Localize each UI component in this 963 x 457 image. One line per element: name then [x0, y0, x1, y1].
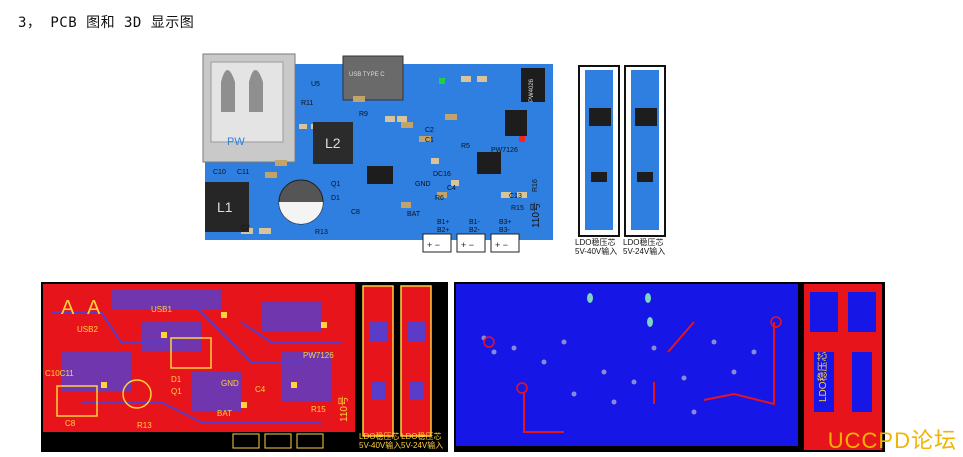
pcb-top-svg: A A USB2 USB1 C10C11 PW7126 GND BAT C4 R… [43, 284, 432, 449]
q1-label: Q1 [331, 181, 340, 188]
svg-text:+ −: + − [427, 240, 440, 250]
r11-label: R11 [301, 100, 313, 107]
c4-label: C4 [447, 185, 456, 192]
ldo2-caption-line2: 5V-24V输入 [623, 247, 666, 256]
inductor-l2 [313, 122, 353, 164]
inductor-l1 [205, 182, 249, 232]
b1-minus-label: B1- [469, 219, 481, 226]
pcb-a2-label: A [87, 297, 101, 319]
ic-pw4026-label: PW4026 [529, 78, 535, 102]
l1-label: L1 [217, 199, 233, 215]
ldo1-caption: LDO稳压芯 5V-40V输入 [575, 238, 617, 256]
b1-plus-label: B1+ [437, 219, 450, 226]
ldo2-caption: LDO稳压芯 5V-24V输入 [623, 238, 665, 256]
pcb-r15-label: R15 [311, 405, 326, 414]
pcb-ldo1-caption-line1: LDO稳压芯 [359, 432, 400, 441]
pcb-ldo2-caption-line1: LDO稳压芯 [401, 432, 442, 441]
section-heading: 3， PCB 图和 3D 显示图 [18, 15, 195, 31]
pcb-r13-label: R13 [137, 421, 152, 430]
pcb-bat-label: BAT [217, 409, 232, 418]
ic-pw7126 [477, 152, 501, 174]
pcb-ldo1-caption-line2: 5V-40V输入 [359, 441, 402, 450]
b3-minus-label: B3- [499, 227, 511, 234]
pcb-ldo2-caption: LDO稳压芯 5V-24V输入 [401, 432, 443, 450]
c8-label: C8 [351, 209, 360, 216]
d1-label: D1 [331, 195, 340, 202]
bottom-ldo-label: LDO稳压芯 [816, 351, 829, 402]
c13-label: C13 [509, 193, 522, 200]
l2-label: L2 [325, 135, 341, 151]
pcb-d1-label: D1 [171, 375, 182, 384]
svg-text:+ −: + − [495, 240, 508, 250]
pw7126-label: PW7126 [491, 147, 518, 154]
pcb-ldo1-caption: LDO稳压芯 5V-40V输入 [359, 432, 401, 450]
r15-label: R15 [511, 205, 524, 212]
usb-c-label: USB TYPE C [349, 72, 385, 78]
r13-label: R13 [315, 229, 328, 236]
r16-label: R16 [532, 179, 539, 192]
c7-label: C7 [241, 225, 250, 232]
pcb-bottom-layer-view: LDO稳压芯 [454, 282, 885, 452]
c2-label: C2 [425, 127, 434, 134]
b3-plus-label: B3+ [499, 219, 512, 226]
c1-label: C1 [425, 137, 434, 144]
dc16-label: DC16 [433, 171, 451, 178]
pcb-usb2-label: USB2 [77, 325, 98, 334]
pcb-a1-label: A [61, 297, 75, 319]
r6-label: R6 [435, 195, 444, 202]
pcb-ldo-strip-2 [400, 285, 432, 437]
pcb-c4-label: C4 [255, 385, 266, 394]
pw-label: PW [227, 136, 245, 148]
pcb-top-layer-view: A A USB2 USB1 C10C11 PW7126 GND BAT C4 R… [41, 282, 448, 452]
pcb-c10c11-label: C10C11 [45, 369, 74, 378]
u5-label: U5 [311, 81, 320, 88]
pcb-pw7126-label: PW7126 [303, 351, 334, 360]
r5-label: R5 [461, 143, 470, 150]
c10-label: C10 [213, 169, 226, 176]
pcb-bottom-svg: LDO稳压芯 [456, 284, 882, 450]
board-number-label: 110号 [530, 202, 542, 228]
pcb-gnd-label: GND [221, 379, 239, 388]
bat-label: BAT [407, 211, 421, 218]
pcb-usb1-label: USB1 [151, 305, 172, 314]
battery-headers: + − + − + − [422, 233, 520, 253]
b2-plus-label: B2+ [437, 227, 450, 234]
usb-c-connector [342, 55, 404, 101]
pcb-q1-label: Q1 [171, 387, 182, 396]
svg-text:+ −: + − [461, 240, 474, 250]
pcb-board-number: 110号 [338, 396, 350, 422]
ldo2-caption-line1: LDO稳压芯 [623, 238, 664, 247]
pcb-ldo-strip-1 [362, 285, 394, 437]
ldo1-caption-line2: 5V-40V输入 [575, 247, 618, 256]
r9-label: R9 [359, 111, 368, 118]
pcb-c8-label: C8 [65, 419, 76, 428]
board-3d-view: PW USB TYPE C L2 L1 PW4026 U5 R11 R9 C2 … [201, 52, 673, 262]
b2-minus-label: B2- [469, 227, 481, 234]
board-3d-svg: PW USB TYPE C L2 L1 PW4026 U5 R11 R9 C2 … [202, 53, 666, 253]
pcb-ldo2-caption-line2: 5V-24V输入 [401, 441, 444, 450]
gnd-label: GND [415, 181, 431, 188]
c11-label: C11 [237, 169, 249, 176]
ic-main [367, 166, 393, 184]
ldo1-caption-line1: LDO稳压芯 [575, 238, 616, 247]
forum-watermark: UCCPD论坛 [827, 428, 957, 453]
ic-pw4026 [521, 68, 545, 102]
